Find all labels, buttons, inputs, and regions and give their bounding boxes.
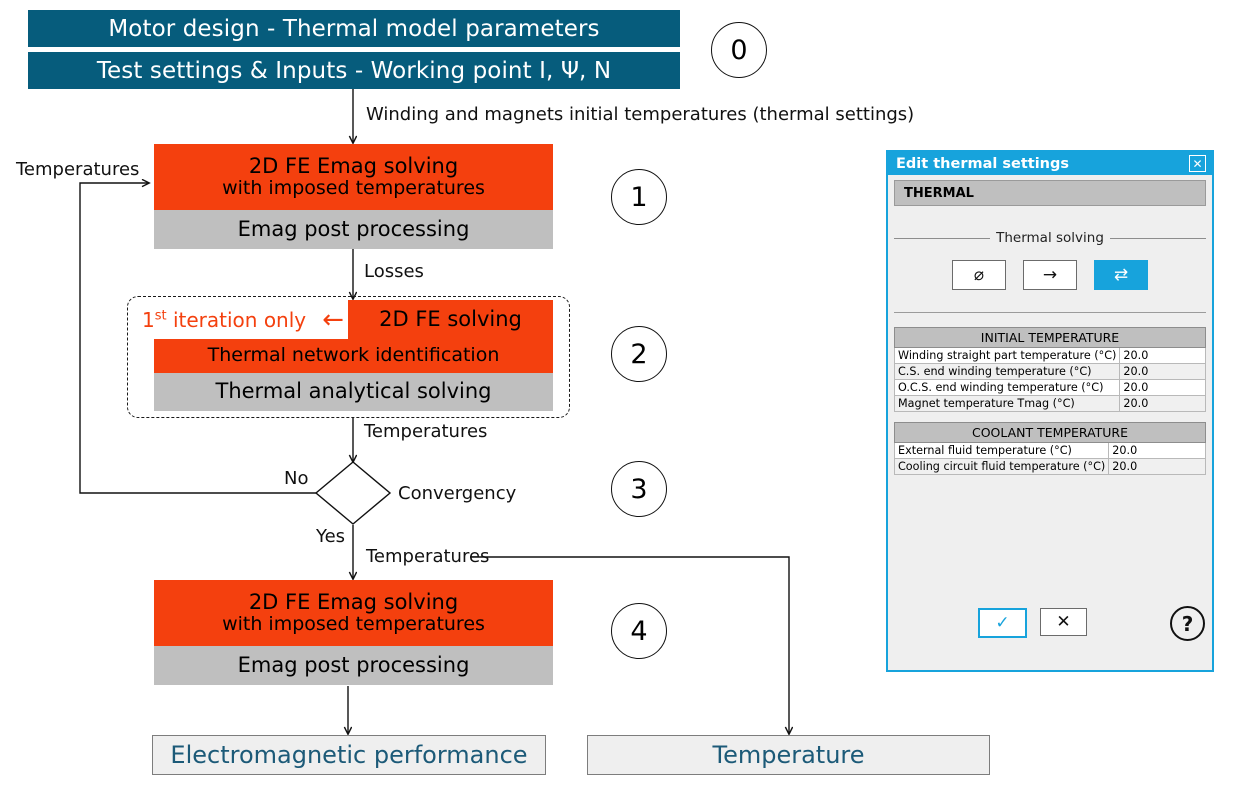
coolant-temperature-table: COOLANT TEMPERATURE External fluid tempe…: [893, 422, 1206, 475]
step2-thermal-network-identification-block: Thermal network identification: [154, 339, 553, 373]
row-label: C.S. end winding temperature (°C): [893, 363, 1121, 380]
row-value[interactable]: 20.0: [1119, 395, 1206, 412]
table-header-row: INITIAL TEMPERATURE: [894, 327, 1206, 348]
row-value[interactable]: 20.0: [1108, 458, 1206, 475]
table-row[interactable]: Magnet temperature Tmag (°C) 20.0: [893, 395, 1206, 412]
step2-dashed-group: [127, 296, 570, 418]
edge-label-losses: Losses: [364, 261, 424, 282]
step2-row2-label: Thermal network identification: [207, 344, 500, 367]
dialog-section-header-thermal: THERMAL: [894, 180, 1206, 206]
mode-button-no-thermal-icon[interactable]: ⌀: [952, 260, 1006, 290]
mode-button-one-way-coupling-icon[interactable]: →: [1023, 260, 1077, 290]
header-bar-motor-design-label: Motor design - Thermal model parameters: [108, 15, 600, 42]
ok-button[interactable]: ✓: [978, 608, 1027, 638]
mode-button-iterative-coupling-icon[interactable]: ⇄: [1094, 260, 1148, 290]
right-arrow-icon: →: [1042, 265, 1058, 285]
table-row[interactable]: C.S. end winding temperature (°C) 20.0: [893, 363, 1206, 380]
row-value[interactable]: 20.0: [1119, 363, 1206, 380]
check-icon: ✓: [978, 608, 1027, 638]
step-circle-2: 2: [611, 326, 667, 382]
step-circle-1: 1: [611, 169, 667, 225]
row-value[interactable]: 20.0: [1119, 379, 1206, 396]
step2-note-text: 1st iteration only: [142, 307, 307, 332]
close-icon[interactable]: ✕: [1189, 155, 1206, 172]
initial-temperature-table: INITIAL TEMPERATURE Winding straight par…: [893, 327, 1206, 412]
bidirectional-arrows-icon: ⇄: [1113, 265, 1129, 285]
table-row[interactable]: External fluid temperature (°C) 20.0: [893, 442, 1206, 459]
coolant-temperature-header: COOLANT TEMPERATURE: [894, 422, 1206, 443]
result-box-temperature-label: Temperature: [712, 741, 865, 769]
step-circle-4: 4: [611, 603, 667, 659]
dialog-section-header-thermal-label: THERMAL: [904, 185, 974, 201]
step2-row3-label: Thermal analytical solving: [215, 379, 492, 404]
row-label: Magnet temperature Tmag (°C): [893, 395, 1121, 412]
help-button[interactable]: ?: [1170, 606, 1205, 641]
left-arrow-icon: ←: [322, 304, 344, 335]
step4-post-label: Emag post processing: [237, 652, 470, 677]
decision-no-label: No: [284, 468, 309, 489]
thermal-solving-group-caption: Thermal solving: [894, 230, 1207, 246]
table-row[interactable]: Winding straight part temperature (°C) 2…: [893, 347, 1206, 364]
table-row[interactable]: O.C.S. end winding temperature (°C) 20.0: [893, 379, 1206, 396]
thermal-solving-caption-label: Thermal solving: [996, 230, 1104, 246]
row-label: O.C.S. end winding temperature (°C): [893, 379, 1121, 396]
row-value[interactable]: 20.0: [1119, 347, 1206, 364]
question-mark-icon: ?: [1170, 606, 1205, 641]
step1-emag-solving-block: 2D FE Emag solving with imposed temperat…: [154, 144, 553, 210]
step4-emag-post-processing-block: Emag post processing: [154, 646, 553, 685]
step1-post-label: Emag post processing: [237, 216, 470, 241]
row-value[interactable]: 20.0: [1108, 442, 1206, 459]
edge-label-temperatures-after-yes: Temperatures: [366, 546, 490, 567]
step2-thermal-analytical-solving-block: Thermal analytical solving: [154, 373, 553, 411]
edge-label-feedback-temperatures: Temperatures: [16, 159, 140, 180]
edge-label-temperatures-to-decision: Temperatures: [364, 421, 488, 442]
dialog-title-label: Edit thermal settings: [896, 155, 1070, 172]
row-label: Cooling circuit fluid temperature (°C): [893, 458, 1110, 475]
table-row[interactable]: Cooling circuit fluid temperature (°C) 2…: [893, 458, 1206, 475]
fieldset-rule-right: [1109, 237, 1207, 239]
step2-2d-fe-solving-block: 2D FE solving: [348, 300, 553, 339]
decision-yes-label: Yes: [316, 526, 346, 547]
step4-title: 2D FE Emag solving: [248, 589, 459, 614]
cancel-button[interactable]: ✕: [1040, 608, 1087, 636]
step2-first-iteration-note: 1st iteration only ←: [142, 303, 344, 336]
row-label: Winding straight part temperature (°C): [893, 347, 1121, 364]
x-icon: ✕: [1040, 608, 1087, 636]
edge-label-initial-temperatures: Winding and magnets initial temperatures…: [366, 104, 915, 125]
header-bar-motor-design: Motor design - Thermal model parameters: [28, 10, 680, 47]
step4-emag-solving-block: 2D FE Emag solving with imposed temperat…: [154, 580, 553, 646]
step-circle-2-number: 2: [630, 338, 648, 370]
result-box-electromagnetic-performance-label: Electromagnetic performance: [170, 741, 528, 769]
step1-title: 2D FE Emag solving: [248, 153, 459, 178]
decision-convergency-label: Convergency: [398, 483, 517, 504]
step1-emag-post-processing-block: Emag post processing: [154, 210, 553, 249]
edit-thermal-settings-dialog[interactable]: Edit thermal settings ✕ THERMAL Thermal …: [886, 150, 1214, 672]
result-box-temperature: Temperature: [587, 735, 990, 775]
step1-subtitle: with imposed temperatures: [222, 177, 485, 200]
step-circle-1-number: 1: [630, 181, 648, 213]
row-label: External fluid temperature (°C): [893, 442, 1110, 459]
step-circle-0: 0: [711, 22, 767, 78]
fieldset-rule-left: [894, 237, 991, 239]
step-circle-0-number: 0: [730, 34, 748, 66]
step-circle-4-number: 4: [630, 615, 648, 647]
initial-temperature-header: INITIAL TEMPERATURE: [894, 327, 1206, 348]
dialog-divider: [894, 312, 1206, 313]
empty-set-icon: ⌀: [973, 265, 985, 285]
header-bar-test-settings: Test settings & Inputs - Working point I…: [28, 52, 680, 89]
step-circle-3-number: 3: [630, 473, 648, 505]
step4-subtitle: with imposed temperatures: [222, 613, 485, 636]
table-header-row: COOLANT TEMPERATURE: [894, 422, 1206, 443]
thermal-solving-mode-group: ⌀ → ⇄: [894, 260, 1206, 290]
header-bar-test-settings-label: Test settings & Inputs - Working point I…: [96, 57, 612, 84]
dialog-title-bar[interactable]: Edit thermal settings ✕: [888, 152, 1212, 175]
step2-row1-label: 2D FE solving: [379, 306, 522, 331]
step-circle-3: 3: [611, 461, 667, 517]
result-box-electromagnetic-performance: Electromagnetic performance: [152, 735, 546, 775]
